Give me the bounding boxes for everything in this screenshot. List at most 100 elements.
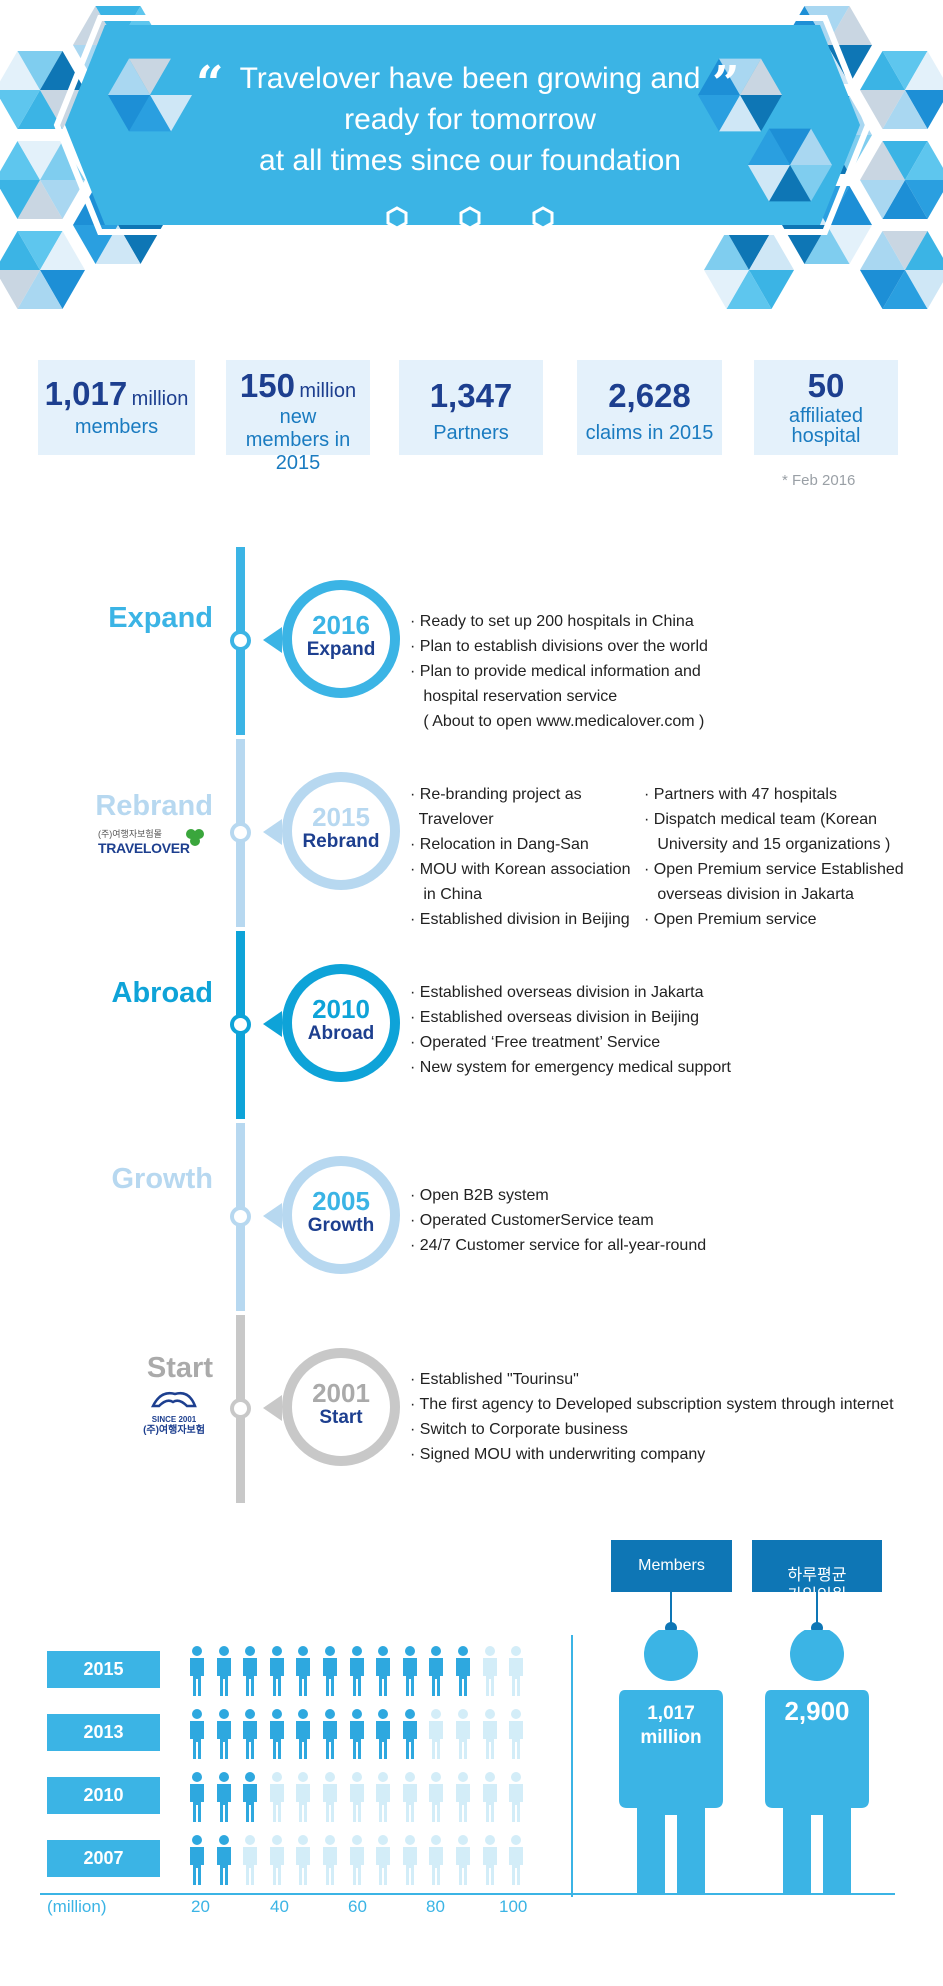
- person-icon-empty: [402, 1835, 418, 1885]
- hexagon-tile: [0, 231, 40, 270]
- person-icon-filled: [269, 1646, 285, 1696]
- hexagon-tile: [860, 270, 905, 309]
- banner-dot-1: [386, 206, 408, 230]
- list-item: · Open B2B system: [410, 1187, 549, 1204]
- circle-pointer: [263, 1203, 282, 1229]
- hexagon-tile: [0, 180, 40, 219]
- hexagon-tile: [905, 51, 943, 90]
- year-name: Abroad: [307, 1023, 375, 1044]
- person-icon-filled: [216, 1835, 232, 1885]
- person-icon-filled: [242, 1709, 258, 1759]
- hexagon-tile: [17, 141, 63, 180]
- hexagon-tile: [860, 231, 905, 270]
- hexagon-tile: [719, 58, 761, 95]
- logo-small-text: (주)여행자보험몰: [98, 829, 162, 839]
- list-item: · Open Premium service Established: [644, 861, 904, 878]
- list-item: · Relocation in Dang-San: [410, 836, 589, 853]
- hexagon-tile: [905, 90, 943, 129]
- hexagon-tile: [790, 128, 832, 165]
- stat-partners: 1,347 Partners: [399, 360, 543, 455]
- stat-hospital: 50 affiliated hospital: [754, 360, 898, 455]
- list-item: · Operated CustomerService team: [410, 1212, 654, 1229]
- hexagon-tile: [748, 128, 790, 165]
- hexagon-tile: [860, 51, 905, 90]
- year-label: 2016: [312, 610, 370, 640]
- chart-tick-label: 40: [270, 1897, 289, 1916]
- stat-claims: 2,628 claims in 2015: [577, 360, 722, 455]
- hexagon-tile: [40, 270, 85, 309]
- person-icon-filled: [189, 1709, 205, 1759]
- year-name: Expand: [306, 639, 376, 660]
- hexagon-tile: [769, 128, 811, 165]
- year-name: Start: [319, 1407, 363, 1428]
- hexagon-tile: [40, 231, 85, 270]
- hexagon-tile: [698, 95, 740, 132]
- phase-title-abroad: Abroad: [111, 977, 214, 1009]
- list-item: · Operated ‘Free treatment’ Service: [410, 1034, 661, 1051]
- timeline-dot: [230, 822, 251, 843]
- hexagon-tile: [0, 141, 40, 180]
- hexagon-tile: [17, 90, 63, 129]
- year-circle-2005: 2005 Growth: [282, 1156, 400, 1274]
- year-name: Growth: [307, 1215, 375, 1236]
- person-icon-filled: [322, 1646, 338, 1696]
- person-icon-filled: [375, 1709, 391, 1759]
- list-item: · MOU with Korean association: [410, 861, 631, 878]
- list-item: · Plan to provide medical information an…: [410, 663, 701, 680]
- year-label: 2005: [312, 1186, 370, 1216]
- open-quote-mark: “: [196, 56, 224, 112]
- chart-category-label: 2013: [47, 1714, 160, 1751]
- person-icon-empty: [375, 1835, 391, 1885]
- person-icon-filled: [242, 1772, 258, 1822]
- stat-label: members: [74, 416, 159, 438]
- person-icon-filled: [216, 1709, 232, 1759]
- hexagon-tile: [905, 231, 943, 270]
- members-label-box: Members: [611, 1540, 732, 1592]
- person-icon-filled: [455, 1646, 471, 1696]
- timeline-dot: [230, 1398, 251, 1419]
- list-item: · New system for emergency medical suppo…: [410, 1059, 731, 1076]
- list-item: · The first agency to Developed subscrip…: [410, 1396, 894, 1413]
- year-circle-2001: 2001 Start: [282, 1348, 400, 1466]
- hexagon-tile: [790, 165, 832, 202]
- person-icon-empty: [482, 1646, 498, 1696]
- person-icon-empty: [482, 1772, 498, 1822]
- person-icon-empty: [428, 1772, 444, 1822]
- stat-label: claims in 2015: [585, 422, 714, 444]
- logo-text: (주)여행자보험: [143, 1425, 205, 1436]
- chart-baseline: [40, 1893, 895, 1895]
- list-item: Travelover: [410, 811, 494, 828]
- milestone-list-2016: · Ready to set up 200 hospitals in China…: [410, 609, 708, 734]
- hexagon-tile: [740, 58, 782, 95]
- person-icon-empty: [428, 1835, 444, 1885]
- person-icon-empty: [269, 1772, 285, 1822]
- circle-pointer: [263, 627, 282, 653]
- person-icon-filled: [375, 1646, 391, 1696]
- daily-person-figure: [765, 1630, 869, 1895]
- hexagon-tile: [749, 231, 794, 270]
- hexagon-tile: [704, 231, 749, 270]
- connector-line: [816, 1592, 818, 1626]
- hexagon-tile: [882, 141, 928, 180]
- person-icon-empty: [295, 1835, 311, 1885]
- hexagon-tile: [129, 95, 171, 132]
- person-icon-empty: [349, 1835, 365, 1885]
- hexagon-tile: [882, 90, 928, 129]
- members-person-figure: [619, 1630, 723, 1895]
- hexagon-tile: [108, 58, 150, 95]
- hexagon-tile: [108, 95, 150, 132]
- figure-label: Members: [638, 1557, 705, 1574]
- hexagon-tile: [740, 95, 782, 132]
- year-circle-2010: 2010 Abroad: [282, 964, 400, 1082]
- person-icon-filled: [242, 1646, 258, 1696]
- connector-line: [670, 1592, 672, 1626]
- person-icon-filled: [428, 1646, 444, 1696]
- hexagon-tile: [827, 186, 872, 225]
- list-item: · 24/7 Customer service for all-year-rou…: [410, 1237, 707, 1254]
- hexagon-tile: [17, 231, 63, 270]
- hexagon-tile: [0, 90, 40, 129]
- year-label: 2001: [312, 1378, 370, 1408]
- list-item: · Established "Tourinsu": [410, 1371, 579, 1388]
- hexagon-tile: [882, 51, 928, 90]
- person-icon-empty: [322, 1835, 338, 1885]
